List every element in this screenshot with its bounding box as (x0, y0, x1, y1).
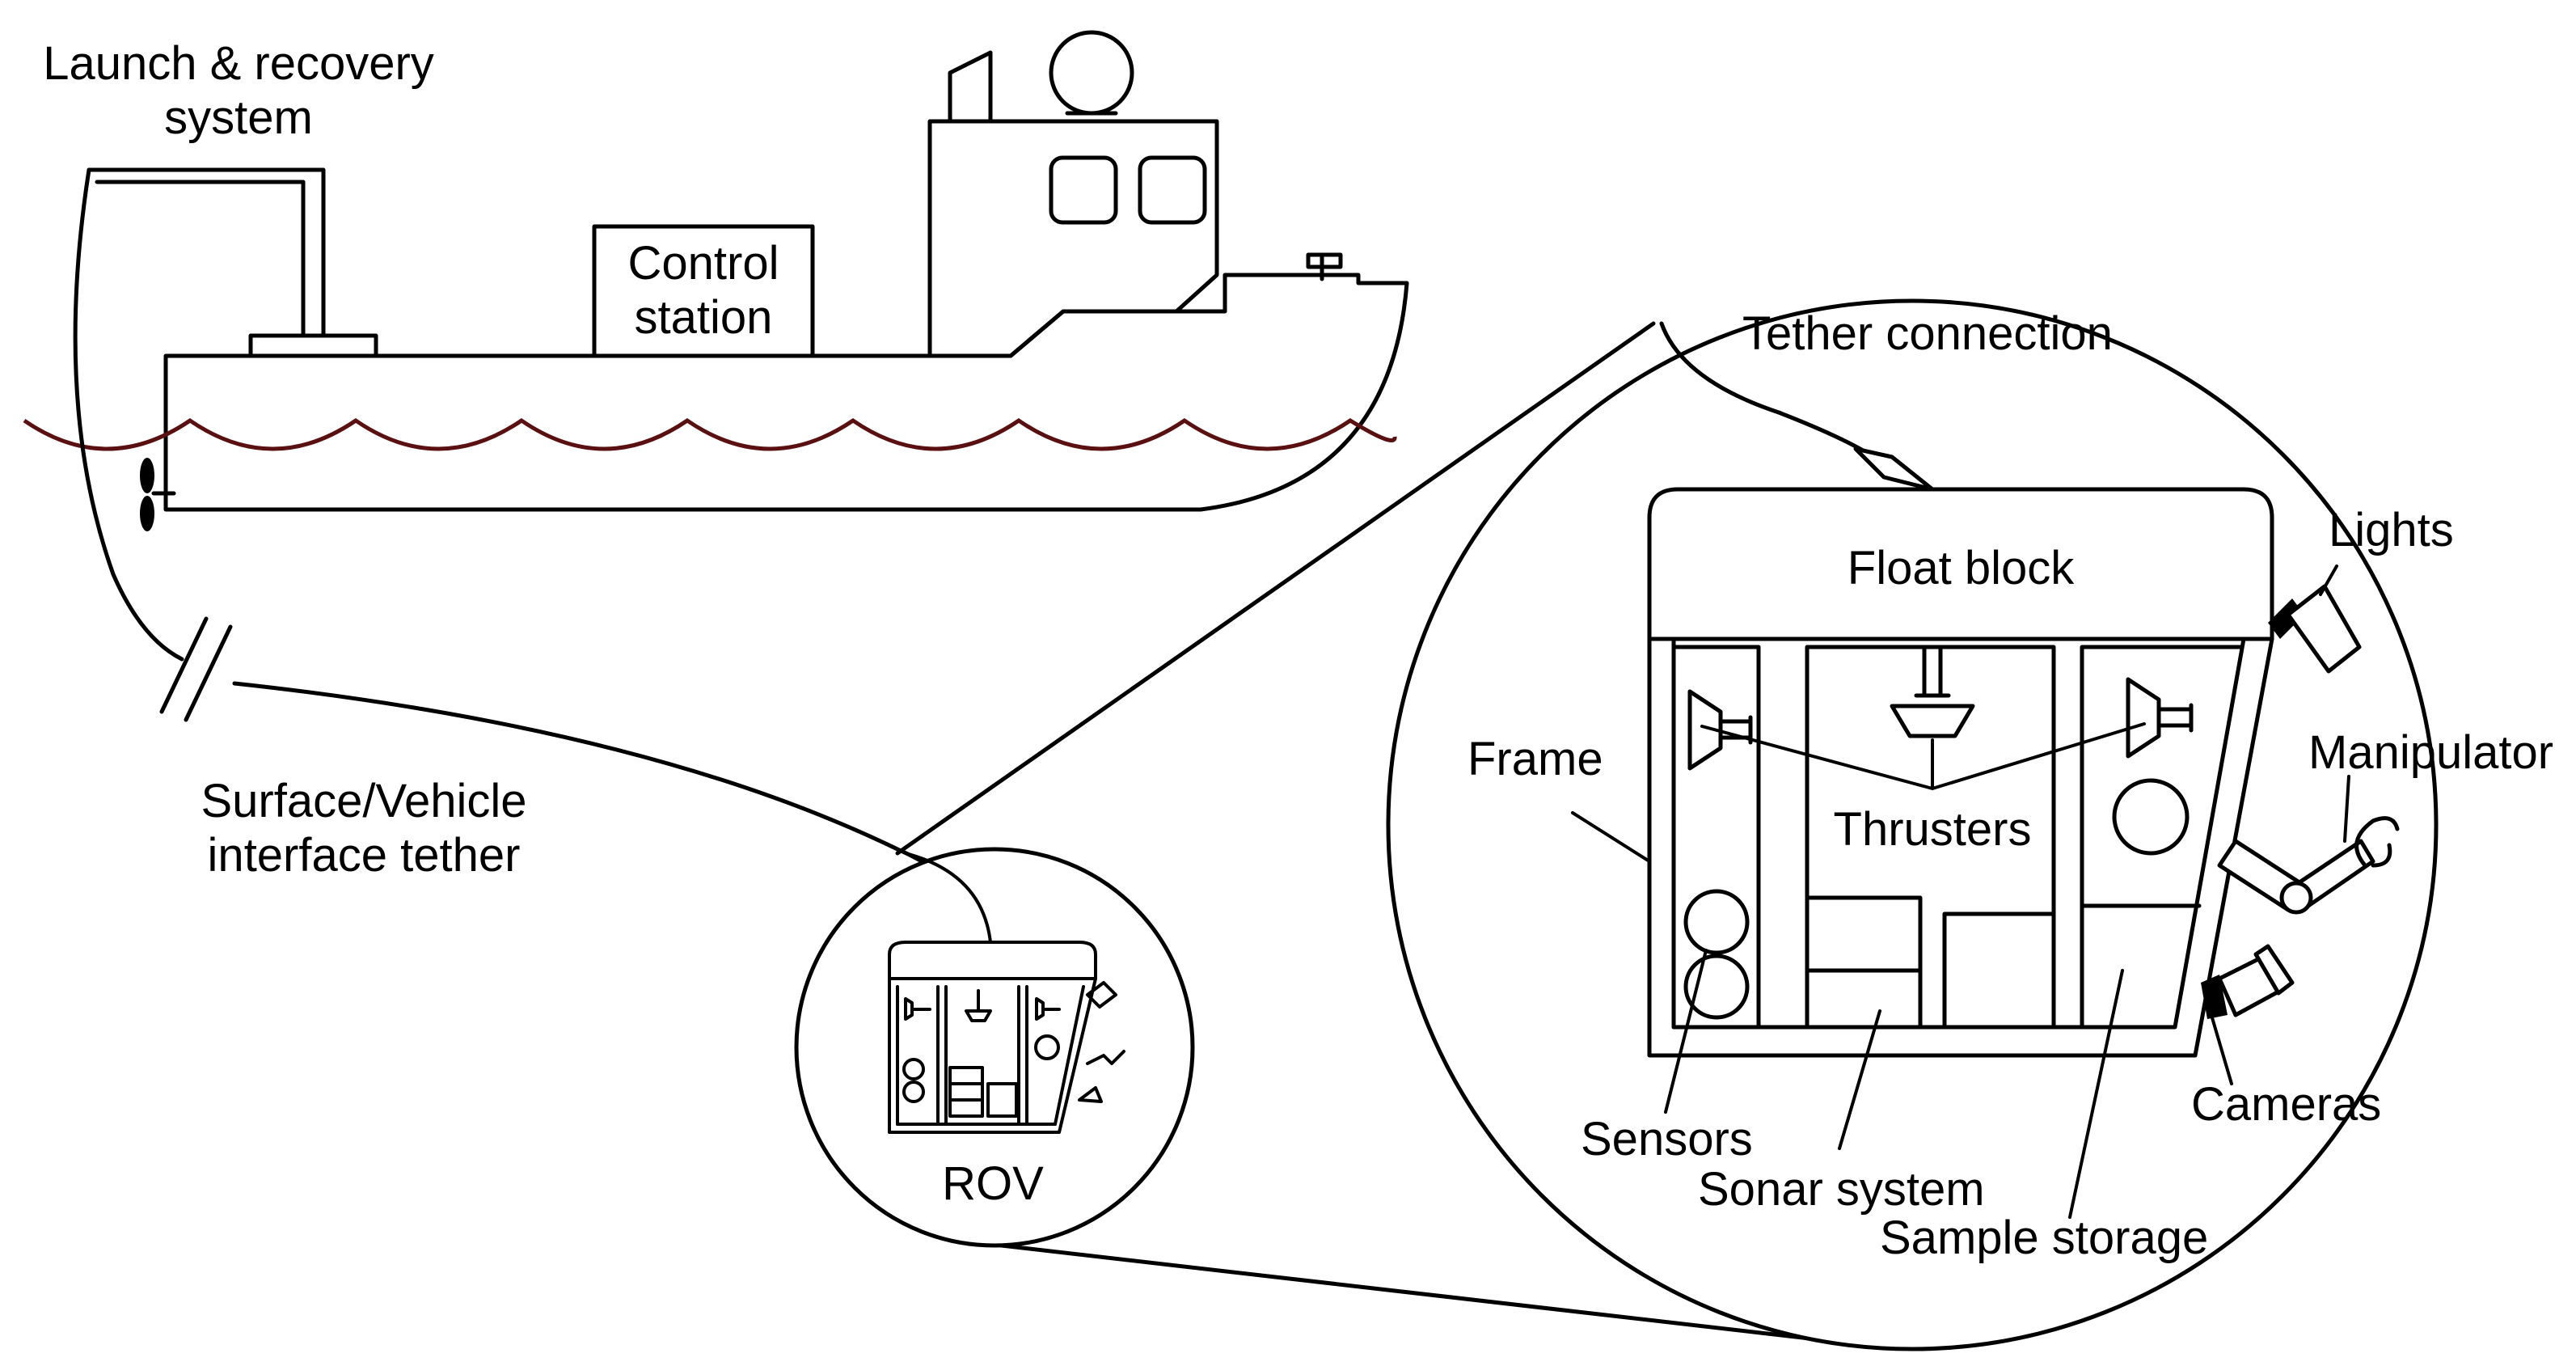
bridge-window (1138, 155, 1207, 225)
lights-leader (2319, 565, 2338, 596)
lights-label: Lights (2329, 504, 2454, 556)
launch-recovery-frame (87, 167, 326, 338)
launch-recovery-label: Launch & recovery (43, 37, 434, 90)
sensor (1683, 889, 1750, 955)
sonar-leader (1838, 1009, 1881, 1150)
control-station-label: station (635, 291, 773, 344)
frame-compartment-left (1671, 645, 1761, 1030)
zoom-line-top (895, 321, 1656, 856)
lars-base (248, 333, 378, 358)
radar-dome (1049, 30, 1134, 116)
manipulator-leader (2343, 775, 2350, 843)
float-block-label: Float block (1848, 542, 2075, 594)
ship-funnel (948, 50, 993, 124)
sensors-label: Sensors (1581, 1113, 1753, 1165)
rov-label: ROV (942, 1157, 1044, 1210)
propeller (140, 458, 176, 531)
thrusters-leader (1700, 722, 2146, 790)
cameras-leader (2210, 1013, 2233, 1085)
bollard (1306, 252, 1343, 281)
tether-break-mark (159, 616, 209, 714)
rov-small-view (794, 847, 1195, 1248)
thruster-center (1890, 645, 1975, 738)
manipulator-arm (2217, 816, 2400, 915)
thruster-right (2126, 677, 2194, 759)
ship-hull (163, 273, 1409, 512)
cameras-unit (2201, 944, 2295, 1019)
tether-cable (73, 167, 184, 662)
rov-detail-view (1386, 298, 2439, 1351)
ship-bridge (927, 119, 1219, 358)
manipulator-label: Manipulator (2308, 726, 2553, 779)
sensor (2112, 778, 2190, 856)
float-block (1647, 487, 2274, 641)
tether-break-mark (184, 624, 233, 722)
thruster-left (1687, 689, 1753, 771)
ship (23, 30, 1409, 531)
sensor (1683, 954, 1750, 1020)
tether-label: interface tether (208, 829, 521, 882)
tether-connection-label: Tether connection (1742, 307, 2113, 360)
sonar-system-label: Sonar system (1698, 1163, 1985, 1216)
sensors-leader (1664, 949, 1708, 1114)
control-station-label: Control (628, 237, 779, 290)
frame-leader (1571, 811, 1651, 863)
bridge-window (1049, 155, 1118, 225)
cameras-label: Cameras (2191, 1078, 2381, 1131)
water-surface (23, 417, 1397, 451)
launch-recovery-label: system (164, 91, 313, 144)
tether-label: Surface/Vehicle (201, 775, 526, 827)
frame-label: Frame (1467, 733, 1603, 785)
lights-unit (2268, 584, 2362, 674)
labels: Launch & recovery system Control station… (43, 37, 2553, 1264)
sample-storage-label: Sample storage (1880, 1212, 2208, 1264)
frame-compartment-right (2080, 645, 2242, 1030)
sample-storage-leader (2068, 969, 2124, 1219)
control-station-box (592, 224, 815, 358)
sonar-unit (1805, 968, 1923, 1030)
zoom-line-bottom (964, 1239, 1882, 1349)
thrusters-label: Thrusters (1834, 803, 2032, 856)
tether-connection-cable (1659, 321, 1882, 463)
